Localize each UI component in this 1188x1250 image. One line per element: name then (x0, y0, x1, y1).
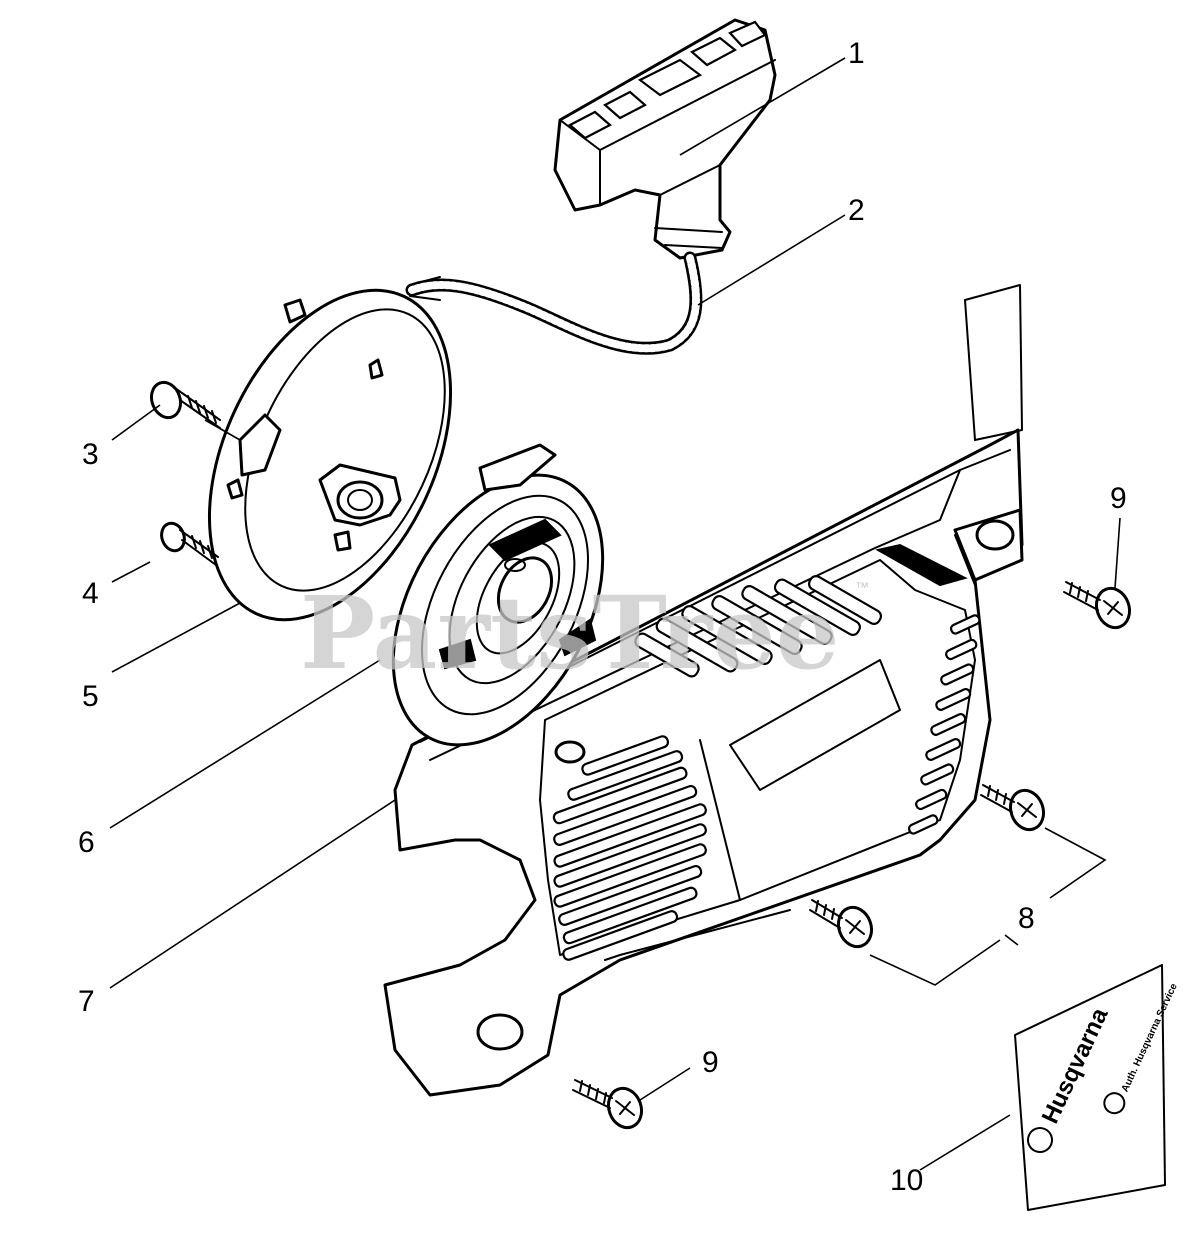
watermark: PartsTree (300, 574, 840, 692)
callout-9-bottom: 9 (702, 1046, 719, 1079)
callout-1: 1 (848, 37, 865, 70)
callout-3: 3 (82, 438, 99, 471)
service-logo-icon (1103, 1092, 1126, 1115)
leader-lines (109, 57, 1121, 1171)
callout-6: 6 (78, 826, 95, 859)
vent-slots-left (552, 735, 707, 961)
callout-9-top: 9 (1110, 482, 1127, 515)
starter-handle[interactable] (553, 18, 777, 260)
watermark-trademark: ™ (855, 579, 869, 595)
husqvarna-logo-icon (1027, 1127, 1053, 1153)
vent-slots-right (907, 614, 981, 835)
handle-grip-recesses (568, 20, 767, 140)
screw-9-bottom[interactable] (572, 1079, 647, 1132)
mount-hole-bottom-left (476, 1013, 524, 1051)
mount-hole-upper-left (554, 740, 586, 764)
screw-9-top[interactable] (1063, 581, 1135, 632)
callout-7: 7 (78, 985, 95, 1018)
callout-10: 10 (890, 1164, 923, 1197)
mount-hole-top-right (975, 519, 1015, 551)
vent-slots-upper (634, 575, 883, 678)
screw-4[interactable] (158, 520, 219, 566)
screw-8-right[interactable] (980, 784, 1049, 834)
starter-cover[interactable] (383, 284, 1024, 1097)
screw-8-center[interactable] (809, 899, 877, 951)
callout-2: 2 (848, 194, 865, 227)
callout-5: 5 (82, 680, 99, 713)
decal[interactable]: Husqvarna Auth. Husqvarna Service (1014, 964, 1180, 1211)
starter-rope[interactable] (405, 251, 703, 355)
callout-8: 8 (1018, 902, 1035, 935)
recoil-spring[interactable] (350, 440, 645, 781)
callout-4: 4 (82, 577, 99, 610)
screw-3[interactable] (147, 378, 221, 429)
starter-pulley[interactable] (161, 252, 499, 658)
